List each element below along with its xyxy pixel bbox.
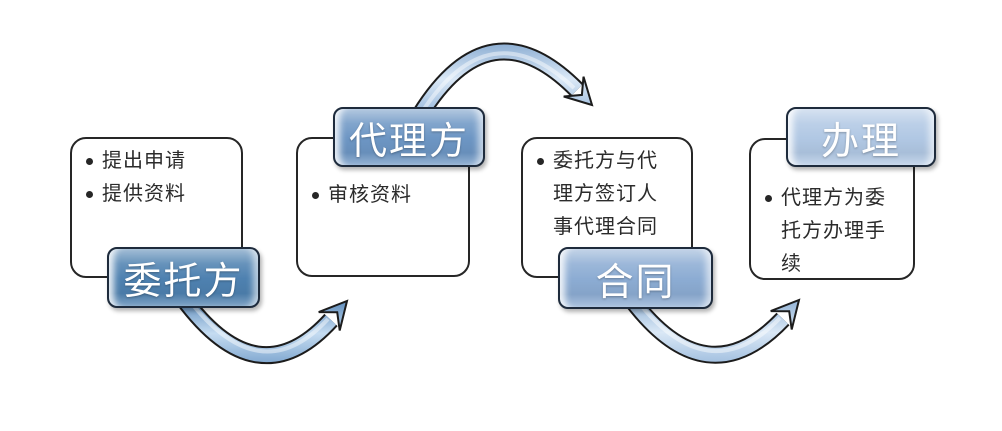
arrow-band — [414, 44, 582, 119]
bullet-icon — [312, 192, 319, 199]
list-item: 提供资料 — [86, 178, 231, 211]
arrow-band-gloss — [420, 51, 576, 114]
bullet-icon — [86, 191, 93, 198]
arrowhead-icon — [318, 299, 349, 331]
bullet-list: 委托方与代理方签订人事代理合同 — [523, 139, 691, 244]
bullet-text: 委托方与代理方签订人事代理合同 — [553, 150, 658, 238]
bullet-icon — [537, 158, 544, 165]
bullet-icon — [86, 158, 93, 165]
step-label-contract: 合同 — [558, 247, 713, 309]
bullet-text: 提出申请 — [102, 150, 186, 172]
bullet-list: 审核资料 — [298, 139, 468, 212]
step-card-agent: 审核资料 — [296, 137, 470, 277]
list-item: 代理方为委托方办理手续 — [765, 182, 903, 281]
list-item: 审核资料 — [312, 179, 458, 212]
step-label-processing: 办理 — [786, 107, 936, 167]
list-item: 提出申请 — [86, 145, 231, 178]
bullet-icon — [765, 195, 772, 202]
bullet-text: 审核资料 — [328, 184, 412, 206]
bullet-text: 提供资料 — [102, 183, 186, 205]
arrowhead-icon — [770, 298, 801, 330]
step-label-entrusting-party: 委托方 — [107, 247, 260, 308]
arrow-band-outline — [412, 42, 584, 120]
step-label-agent: 代理方 — [333, 107, 485, 167]
bullet-list: 提出申请 提供资料 — [72, 139, 241, 211]
bullet-text: 代理方为委托方办理手续 — [781, 187, 886, 275]
bullet-list: 代理方为委托方办理手续 — [751, 140, 913, 281]
arrowhead-icon — [563, 76, 594, 107]
list-item: 委托方与代理方签订人事代理合同 — [537, 145, 681, 244]
curved-arrow-2 — [412, 42, 594, 120]
